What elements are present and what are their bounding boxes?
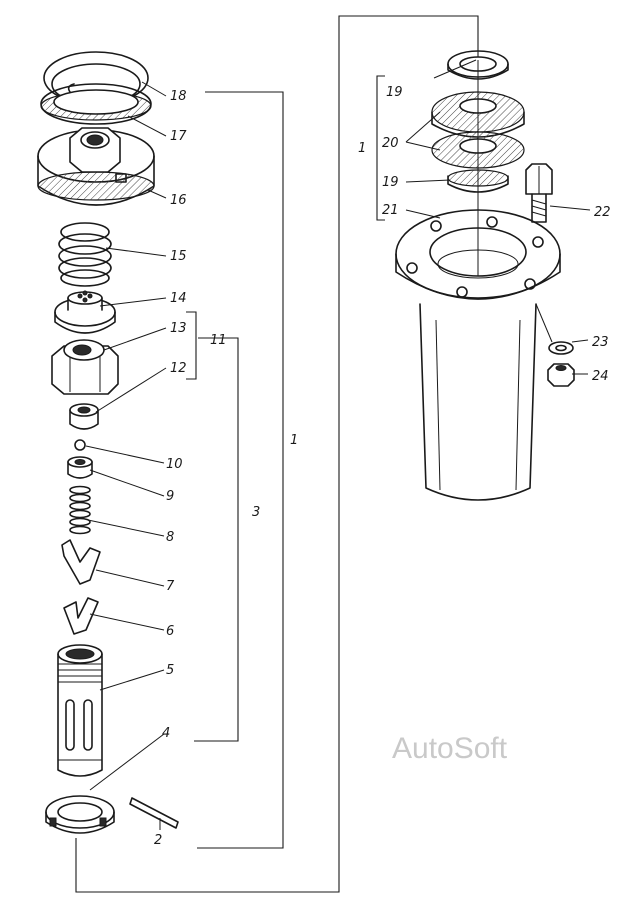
callout-11: 11 [210, 333, 227, 348]
part-10-ball [74, 439, 86, 451]
part-13-hex-nut [51, 339, 119, 395]
callout-23: 23 [592, 335, 609, 350]
callout-18: 18 [170, 89, 187, 104]
part-1-ring-nut [45, 795, 115, 834]
callout-24: 24 [592, 369, 609, 384]
watermark-text: AutoSoft [392, 732, 508, 765]
callout-21: 21 [382, 203, 399, 218]
assembly-frame-lines [75, 15, 479, 893]
part-22-bolt [525, 163, 553, 223]
part-24-nut [547, 363, 575, 387]
callout-17: 17 [170, 129, 187, 144]
part-5-sleeve [57, 644, 103, 777]
callout-12: 12 [170, 361, 187, 376]
part-16-cap-nut [37, 127, 155, 206]
part-21-housing [395, 60, 561, 501]
callout-13: 13 [170, 321, 187, 336]
callout-5: 5 [166, 663, 174, 678]
part-8-spring [69, 485, 91, 535]
callout-10: 10 [166, 457, 183, 472]
part-23-washer [548, 341, 574, 355]
callout-15: 15 [170, 249, 187, 264]
callout-20: 20 [382, 136, 399, 151]
callout-19-bottom: 19 [382, 175, 399, 190]
callout-7: 7 [166, 579, 175, 594]
part-12-bushing [69, 403, 99, 430]
part-15-spring [58, 222, 112, 287]
callout-14: 14 [170, 291, 187, 306]
callout-8: 8 [166, 530, 174, 545]
part-9-cup [67, 456, 93, 479]
callout-3: 3 [252, 505, 260, 520]
part-17-ring [40, 83, 152, 125]
callout-1: 1 [290, 433, 298, 448]
leader-lines [85, 59, 591, 830]
callout-4: 4 [162, 726, 170, 741]
callout-9: 9 [166, 489, 174, 504]
callout-2: 2 [154, 833, 162, 848]
callout-labels: 18 17 16 15 14 13 12 11 10 9 8 7 6 5 4 2… [154, 85, 611, 848]
part-14-disc [54, 290, 116, 334]
part-2-pin [129, 797, 179, 829]
part-6-clip [63, 597, 99, 635]
callout-19-top: 19 [386, 85, 403, 100]
part-7-clip [61, 539, 101, 585]
callout-1-right: 1 [358, 141, 366, 156]
callout-22: 22 [594, 205, 611, 220]
callout-16: 16 [170, 193, 187, 208]
callout-6: 6 [166, 624, 174, 639]
